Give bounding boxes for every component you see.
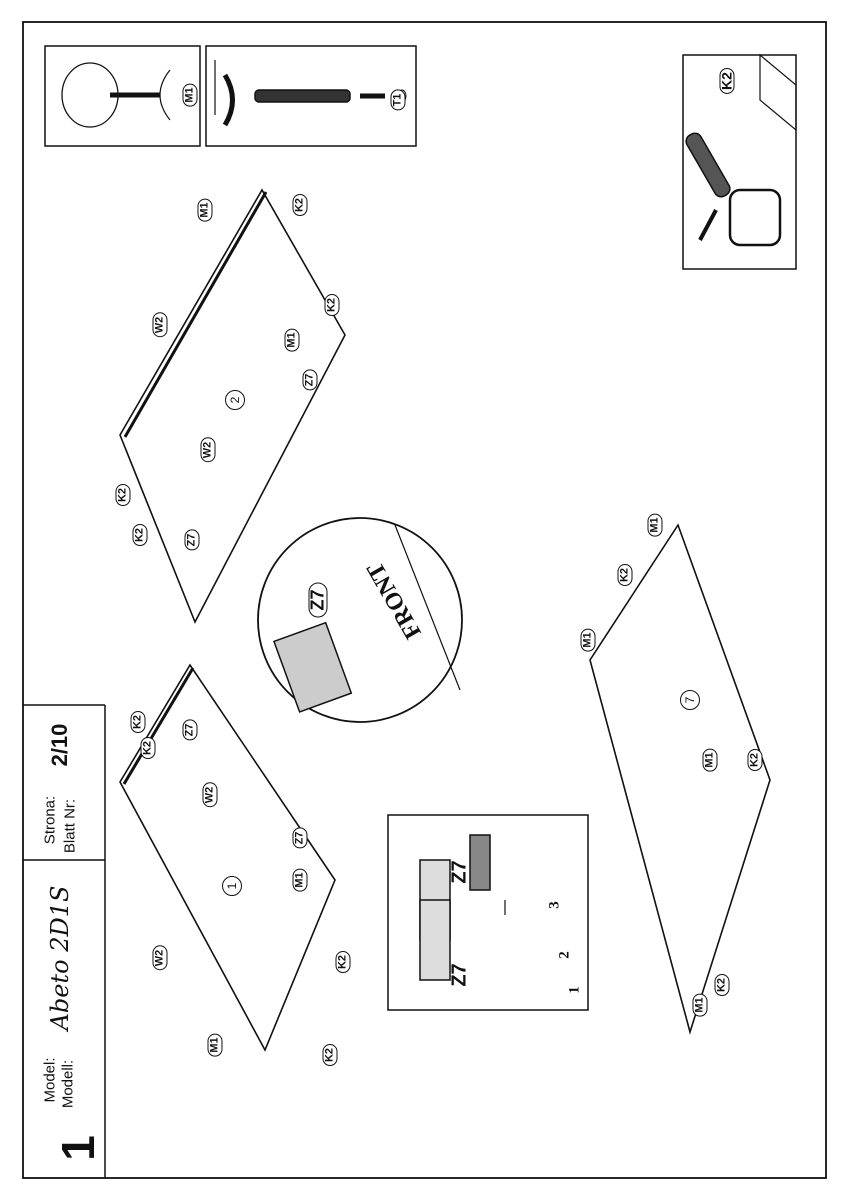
model-name: Abeto 2D1S [46,885,74,1031]
panel-1-outline [119,663,336,1052]
tag: W2 [200,437,216,463]
tag: K2 [335,950,351,974]
tag: M1 [702,748,718,772]
bolt-shape [254,89,351,103]
tag: Z7 [184,529,200,551]
tag: Z7 [302,369,318,391]
bolt-detail-box [205,45,417,147]
tag: K2 [132,523,148,547]
tag: Z7 [292,827,308,849]
tag: K2 [292,193,308,217]
tag: K2 [617,563,633,587]
tag: M1 [197,198,213,222]
hinge-step-1: 1 [566,986,583,994]
strona-label: Strona: [41,795,59,845]
tag: K2 [130,710,146,734]
tag: M1 [207,1033,223,1057]
rotate-arrow-icon [222,73,235,127]
glue-icon [728,188,782,247]
panel-1-number: 1 [222,876,242,896]
cam-lock-shape [61,62,119,128]
page-border [22,21,827,1179]
hinge-detail-box [387,814,589,1011]
dowel-shape [685,132,731,198]
tag: M1 [692,993,708,1017]
tag: K2 [322,1043,338,1067]
modell-label: Modell: [59,1059,77,1109]
panel-2-number: 2 [225,390,245,410]
panel-7-number: 7 [680,690,700,710]
tag: K2 [714,973,730,997]
tag: Z7 [182,719,198,741]
tag: M1 [647,513,663,537]
hinge-tag-a: Z7 [448,963,471,987]
tag: M1 [292,868,308,892]
circle-z7-tag: Z7 [308,582,328,618]
panel-7-outline [589,523,771,1035]
page-number: 2/10 [47,723,72,767]
tag: K2 [140,736,156,760]
step-number: 1 [52,1135,104,1161]
tag: K2 [115,483,131,507]
panel-2-outline [119,188,346,624]
tag: K2 [747,748,763,772]
blatt-label: Blatt Nr: [61,798,79,854]
arrow-icon [698,209,718,241]
tag-t1: T1 [390,89,406,111]
hinge-tag-b: Z7 [448,860,471,884]
tag-k2: K2 [719,68,735,94]
hinge-step-3: 3 [546,901,563,909]
tag: W2 [202,782,218,808]
hinge-plate-detail-circle [257,517,463,723]
hinge-plate-shape [273,621,353,713]
tag: M1 [580,628,596,652]
model-label: Model: [41,1057,59,1103]
tag: K2 [324,293,340,317]
tag: M1 [284,328,300,352]
cam-detail-box [44,45,201,147]
tag: W2 [152,312,168,338]
hinge-plate-a [469,834,491,891]
dowel-detail-box [682,54,797,270]
tag-m1: M1 [182,83,198,107]
tag: W2 [152,945,168,971]
hinge-step-2: 2 [556,951,573,959]
